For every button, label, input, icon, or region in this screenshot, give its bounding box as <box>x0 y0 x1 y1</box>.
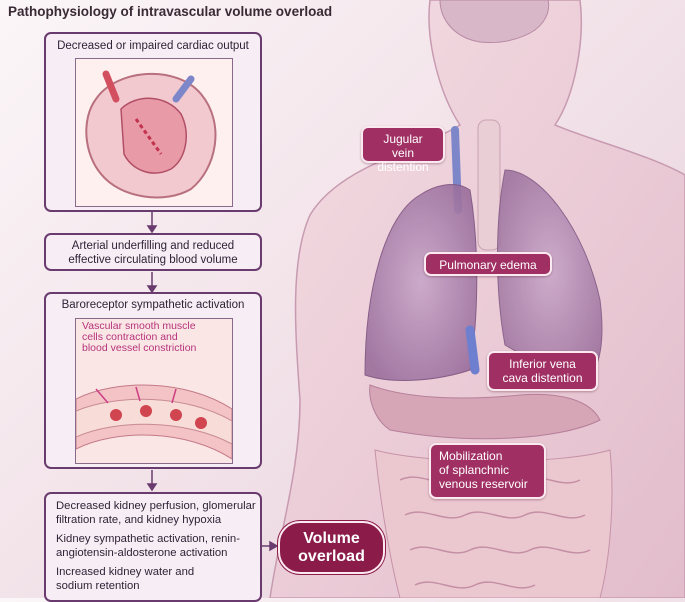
baroreceptor-label: Baroreceptor sympathetic activation <box>61 299 245 311</box>
inset-line2: cells contraction and <box>82 331 178 343</box>
vascular-constriction-label: Vascular smooth muscle cells contraction… <box>82 321 232 354</box>
liver <box>369 384 601 440</box>
raas-line2: angiotensin-aldosterone activation <box>56 547 228 559</box>
page-title: Pathophysiology of intravascular volume … <box>8 4 333 19</box>
brain-shape <box>439 0 550 43</box>
jugular-callout: Jugular vein distention <box>361 126 445 174</box>
pulmonary-label: Pulmonary edema <box>439 258 537 272</box>
raas-line1: Kidney sympathetic activation, renin- <box>56 533 240 545</box>
splanchnic-line1: Mobilization <box>439 449 503 463</box>
splanchnic-line3: venous reservoir <box>439 477 528 491</box>
arterial-underfilling-box: Arterial underfilling and reduced effect… <box>44 233 262 271</box>
cardiac-output-box: Decreased or impaired cardiac output <box>44 32 262 212</box>
sodium-retention-line1: Increased kidney water and <box>56 566 195 578</box>
splanchnic-callout: Mobilization of splanchnic venous reserv… <box>429 443 546 499</box>
inset-line1: Vascular smooth muscle <box>82 320 196 332</box>
arterial-underfilling-line2: effective circulating blood volume <box>68 254 238 266</box>
heart-inset <box>75 58 233 207</box>
sodium-retention-line2: sodium retention <box>56 580 140 592</box>
cardiac-output-label: Decreased or impaired cardiac output <box>57 40 249 52</box>
volume-overload-line1: Volume <box>303 530 360 547</box>
kidney-box: Decreased kidney perfusion, glomerular f… <box>44 492 262 602</box>
pulmonary-edema-callout: Pulmonary edema <box>424 252 552 276</box>
ivc-line1: Inferior vena <box>509 357 576 371</box>
ivc-callout: Inferior vena cava distention <box>487 351 598 391</box>
jugular-line1: Jugular vein <box>383 132 423 160</box>
trachea <box>477 119 501 251</box>
flow-arrows <box>146 212 279 552</box>
heart-illustration <box>85 70 217 199</box>
ivc-line2: cava distention <box>502 371 583 385</box>
volume-overload-line2: overload <box>298 548 365 565</box>
inset-line3: blood vessel constriction <box>82 342 197 354</box>
kidney-perfusion-line2: filtration rate, and kidney hypoxia <box>56 514 222 526</box>
splanchnic-line2: of splanchnic <box>439 463 510 477</box>
inferior-vena-cava <box>465 325 480 375</box>
kidney-perfusion-line1: Decreased kidney perfusion, glomerular <box>56 500 256 512</box>
vessel-illustration <box>76 384 232 460</box>
arterial-underfilling-line1: Arterial underfilling and reduced <box>71 240 235 252</box>
left-lung <box>364 184 478 381</box>
vessel-inset: Vascular smooth muscle cells contraction… <box>75 318 233 464</box>
jugular-line2: distention <box>377 160 429 174</box>
baroreceptor-box: Baroreceptor sympathetic activation Vasc… <box>44 292 262 469</box>
volume-overload-badge: Volume overload <box>278 521 385 574</box>
